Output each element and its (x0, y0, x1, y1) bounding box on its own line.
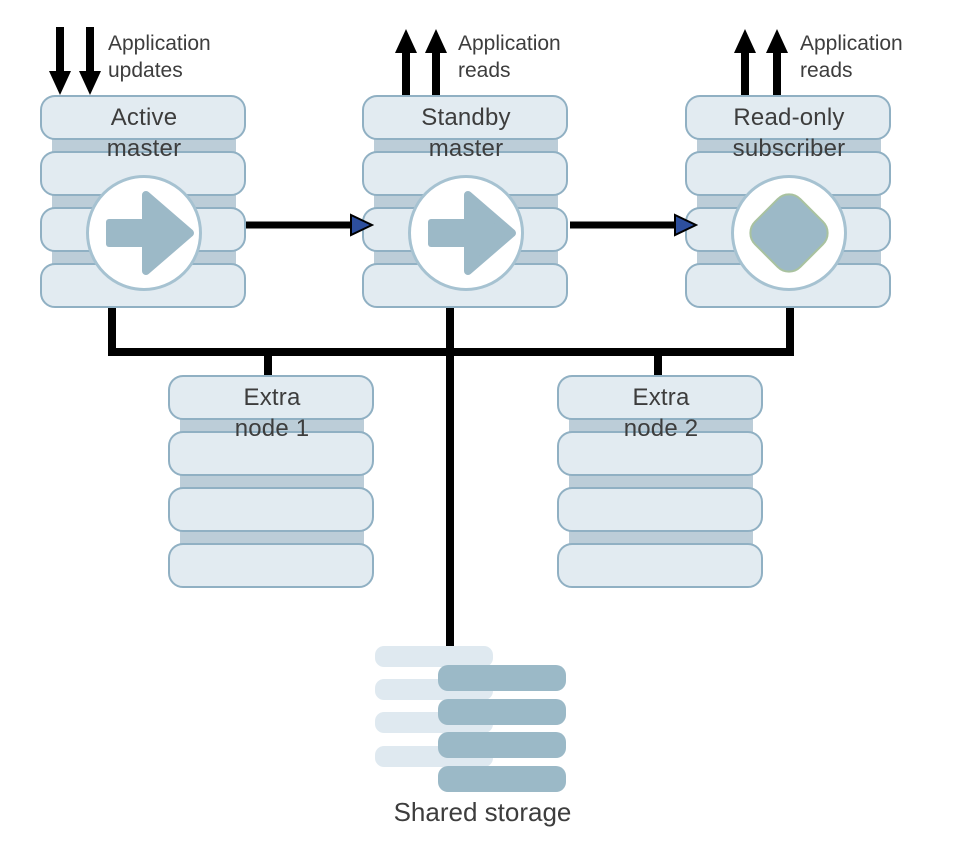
storage-bar-dark (438, 732, 566, 758)
replication-arrow-icon (408, 175, 524, 291)
node-label-extra-2: Extra node 2 (623, 384, 699, 442)
stack-bar (557, 375, 763, 420)
connector-bus-to-extra2 (654, 348, 662, 378)
application-reads-label-readonly: Application reads (800, 32, 903, 82)
stack-bar (557, 543, 763, 588)
stack-bar (557, 487, 763, 532)
stack-spine (180, 391, 364, 573)
shared-storage-icon (375, 646, 570, 796)
stack-bar (557, 431, 763, 476)
stack-bar (168, 375, 374, 420)
replication-link-standby-to-readonly (570, 213, 698, 237)
replication-link-active-to-standby (246, 213, 374, 237)
storage-bar-dark (438, 665, 566, 691)
connector-bus-to-extra1 (264, 348, 272, 378)
stack-spine (569, 391, 753, 573)
stack-bar (362, 95, 568, 140)
application-updates-label: Application updates (108, 32, 211, 82)
node-active-master: Active master (40, 95, 248, 308)
node-label-readonly-subscriber: Read-only subscriber (732, 104, 846, 162)
application-reads-label-standby: Application reads (458, 32, 561, 82)
readonly-diamond-icon (731, 175, 847, 291)
stack-bar (168, 487, 374, 532)
shared-storage-label: Shared storage (393, 797, 572, 827)
replication-arrow-icon (86, 175, 202, 291)
node-standby-master: Standby master (362, 95, 570, 308)
storage-bar-dark (438, 699, 566, 725)
connector-standby-to-storage (446, 308, 454, 646)
stack-bar (40, 95, 246, 140)
connector-active-to-bus (108, 308, 116, 356)
connector-readonly-to-bus (786, 308, 794, 356)
storage-bar-dark (438, 766, 566, 792)
stack-bar (168, 543, 374, 588)
stack-bar (168, 431, 374, 476)
node-label-active-master: Active master (106, 104, 182, 162)
node-label-extra-1: Extra node 1 (234, 384, 310, 442)
node-extra-2: Extra node 2 (557, 375, 765, 588)
node-label-standby-master: Standby master (421, 104, 511, 162)
stack-bar (685, 95, 891, 140)
storage-bar-light (375, 646, 493, 667)
node-readonly-subscriber: Read-only subscriber (685, 95, 893, 308)
node-extra-1: Extra node 1 (168, 375, 376, 588)
